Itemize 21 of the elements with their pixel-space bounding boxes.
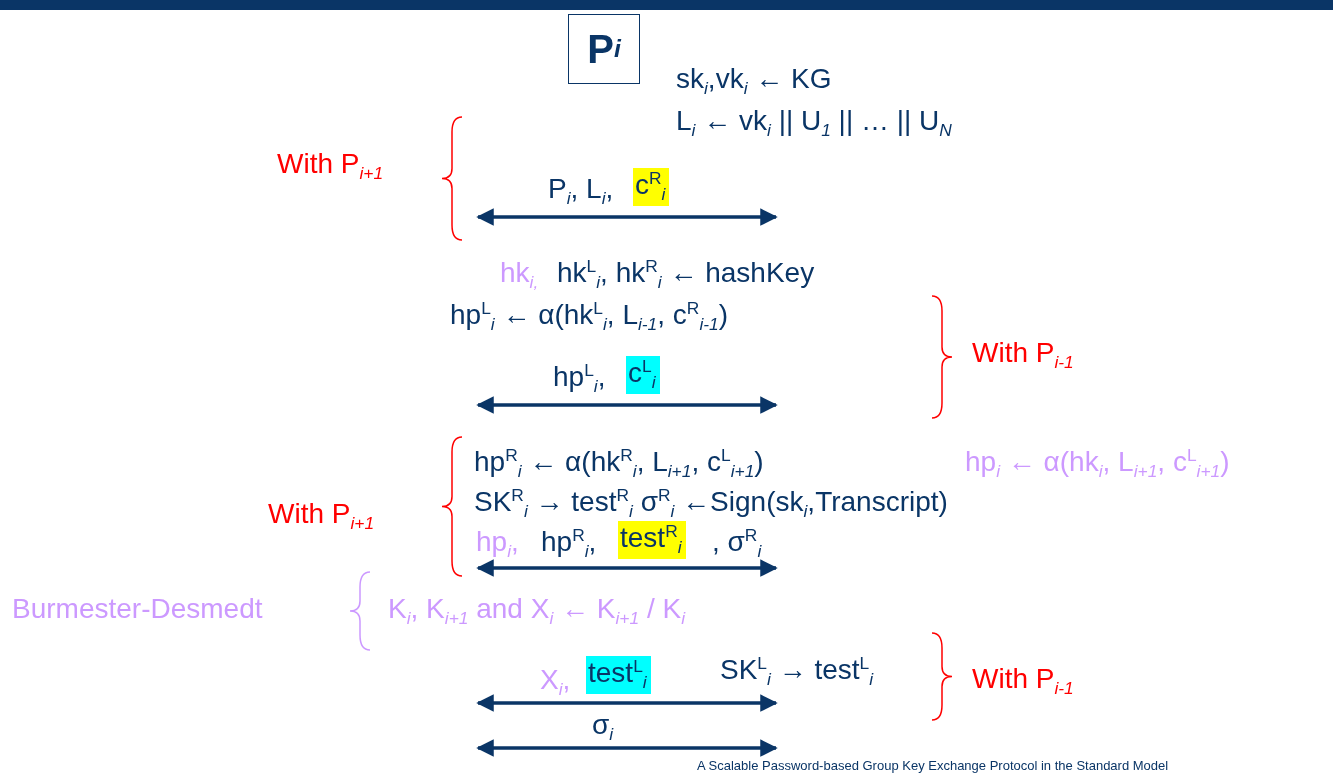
party-label: With P$_{i-1}$ (972, 336, 1074, 370)
formula-text: hp$^{R}$$_{i}$ ← α(hk$^{R}$$_{i}$, L$_{i+1}$, c$^{L}$$_{i+1}$) (474, 445, 764, 479)
formula-text: hk$^{L}$$_{i}$, hk$^{R}$$_{i}$ ← hashKey (557, 256, 815, 290)
message-text: hp$_{i}$, (476, 525, 519, 559)
party-label: With P$_{i+1}$ (268, 497, 375, 531)
message-text: hp$^{R}$$_{i}$, (541, 525, 597, 559)
protocol-note: Burmester-Desmedt (12, 592, 263, 626)
party-label: With P$_{i+1}$ (277, 147, 384, 181)
formula-text: SK$^{R}$$_{i}$ → test$^{R}$$_{i}$ σ$^{R}$$_{i}$ ←Sign(sk$_{i}$,Transcript) (474, 485, 948, 519)
party-label: With P$_{i-1}$ (972, 662, 1074, 696)
formula-text: sk$_{i}$,vk$_{i}$ ← KG (676, 62, 832, 96)
message-text: P$_{i}$, L$_{i}$, (548, 172, 614, 206)
formula-text: K$_{i}$, K$_{i+1}$ and X$_{i}$ ← K$_{i+1}$ / K$_{i}$ (388, 592, 685, 626)
message-text: X$_{i}$, (540, 663, 571, 697)
message-text: hp$^{L}$$_{i}$, (553, 360, 606, 394)
caption: A Scalable Password-based Group Key Exchange Protocol in the Standard Model (697, 758, 1169, 773)
formula-text: L$_{i}$ ← vk$_{i}$ || U$_{1}$ || … || U$_{N}$ (676, 104, 952, 138)
message-text: σ$_{i}$ (592, 708, 614, 742)
formula-text: hp$^{L}$$_{i}$ ← α(hk$^{L}$$_{i}$, L$_{i-1}$, c$^{R}$$_{i-1}$) (450, 298, 728, 332)
formula-text: hk$_{i,}$ (500, 256, 539, 290)
formula-text: hp$_{i}$ ← α(hk$_{i}$, L$_{i+1}$, c$^{L}$$_{i+1}$) (965, 445, 1230, 479)
